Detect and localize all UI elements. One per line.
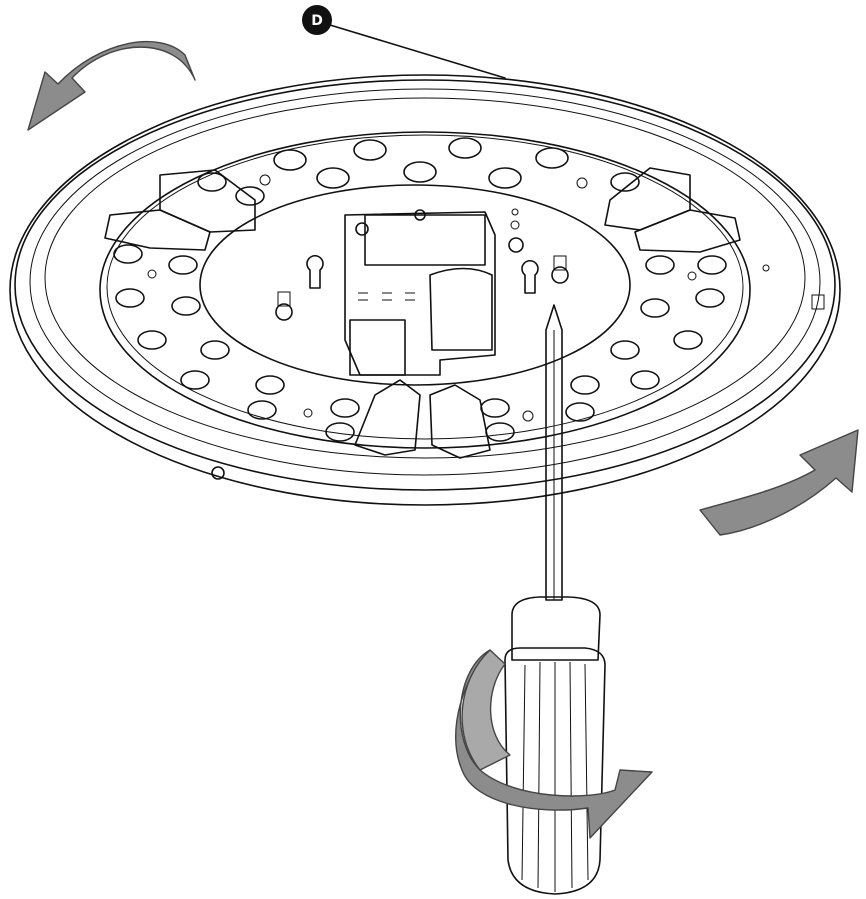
junction-box	[344, 209, 496, 376]
curved-arrow-counterclockwise-icon	[27, 40, 196, 131]
screwdriver-handle	[504, 647, 606, 895]
screwdriver-shaft	[545, 304, 563, 601]
fixture-outer-ring	[9, 74, 841, 506]
screw-left	[275, 303, 293, 321]
callout-d: D	[302, 5, 506, 79]
callout-badge	[302, 5, 332, 35]
mounting-plate	[99, 131, 751, 449]
ring-hole	[762, 264, 770, 272]
ring-stud	[211, 466, 225, 480]
curved-arrow-clockwise-icon	[699, 429, 859, 536]
junction-slots	[358, 292, 415, 301]
screwdriver-collar	[511, 596, 601, 661]
callout-leader-line	[329, 24, 506, 79]
screwdriver-icon	[504, 304, 606, 895]
rotation-arrow-icon	[454, 649, 653, 839]
keyhole-slots	[306, 255, 539, 294]
plate-vent-holes	[113, 137, 727, 442]
ring-tab	[811, 294, 825, 310]
screws	[147, 174, 697, 422]
mounting-clips	[104, 167, 741, 459]
callout-label: D	[311, 13, 323, 29]
screw-right	[551, 266, 569, 284]
screw-center	[508, 237, 524, 253]
